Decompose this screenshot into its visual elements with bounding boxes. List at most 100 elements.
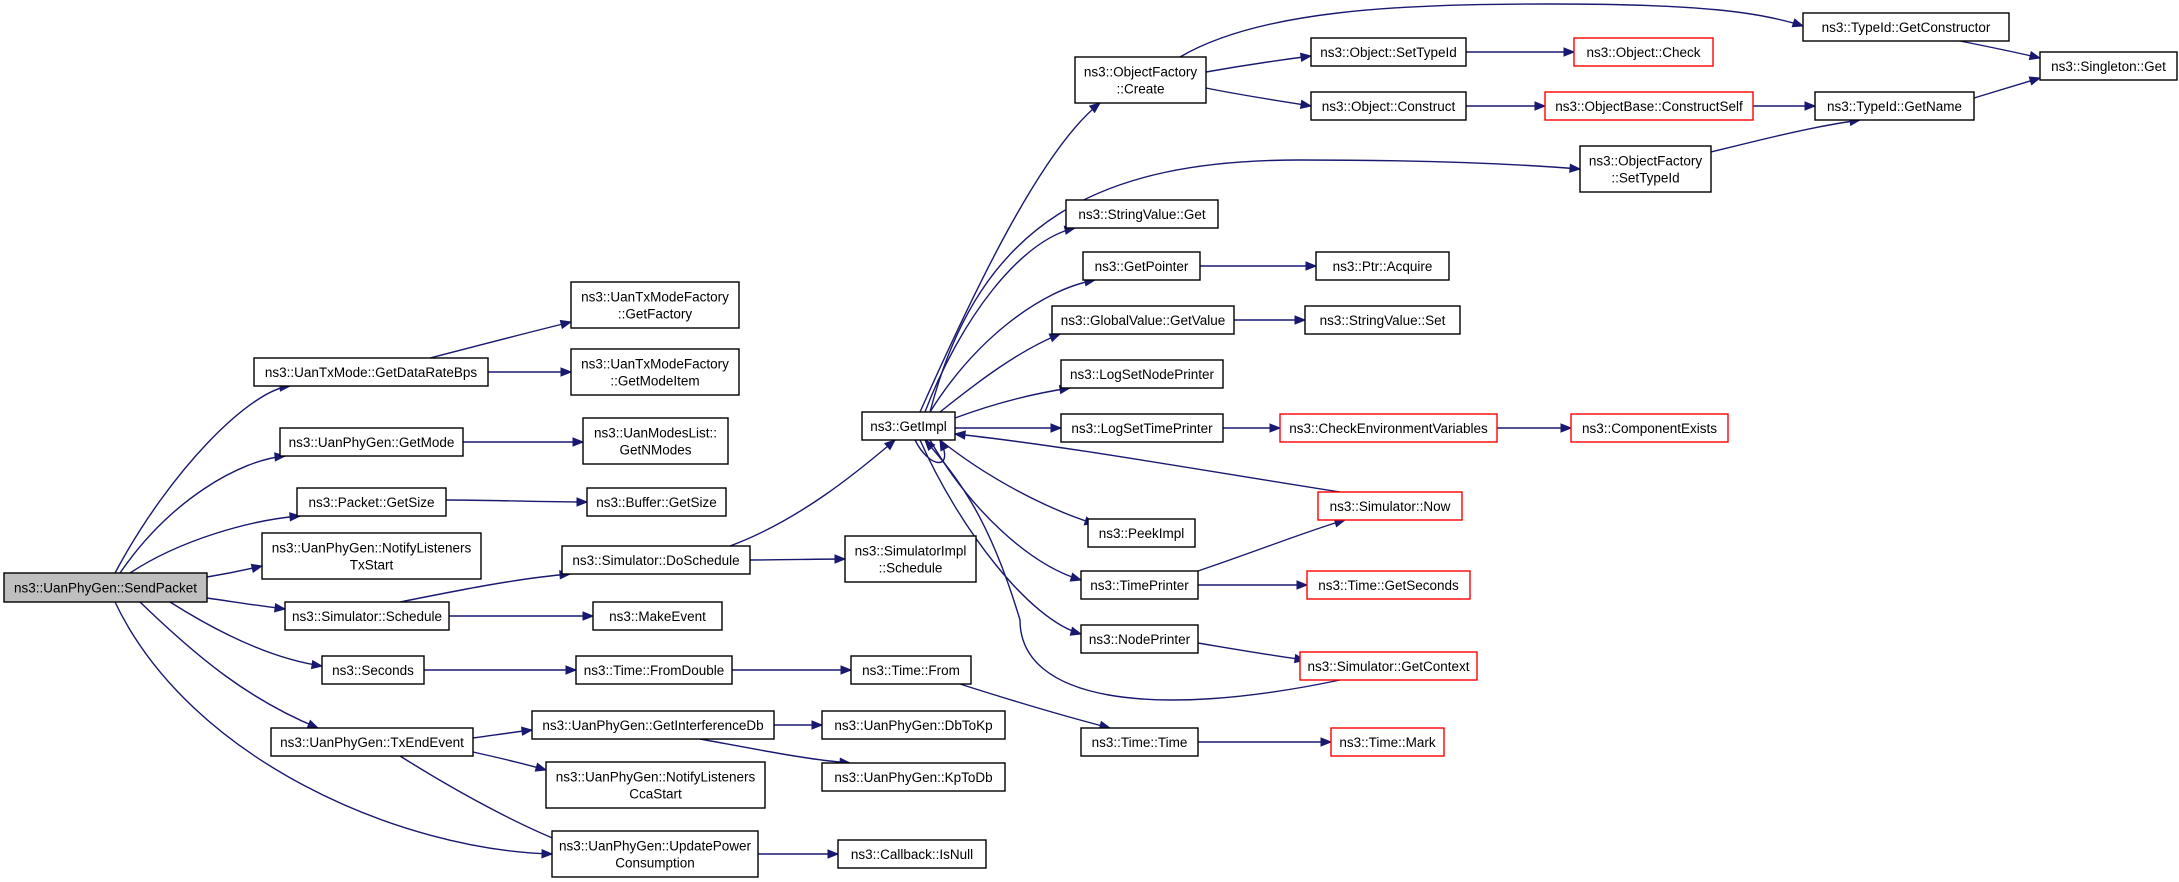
node-ConstructSelf[interactable]: ns3::ObjectBase::ConstructSelf (1544, 91, 1754, 121)
node-box[interactable] (1310, 91, 1467, 121)
node-box[interactable] (1317, 491, 1463, 521)
node-GetMode[interactable]: ns3::UanPhyGen::GetMode (279, 427, 464, 457)
node-DbToKp[interactable]: ns3::UanPhyGen::DbToKp (821, 710, 1006, 740)
node-box[interactable] (284, 601, 450, 631)
node-SetTypeId[interactable]: ns3::Object::SetTypeId (1310, 37, 1467, 67)
node-box[interactable] (821, 710, 1006, 740)
node-TimeTime[interactable]: ns3::Time::Time (1080, 727, 1199, 757)
node-box[interactable] (1310, 37, 1467, 67)
node-box[interactable] (1570, 413, 1729, 443)
node-box[interactable] (1330, 727, 1445, 757)
node-box[interactable] (1065, 199, 1219, 229)
node-TypeIdGetName[interactable]: ns3::TypeId::GetName (1814, 91, 1975, 121)
node-TxGetFactory[interactable]: ns3::UanTxModeFactory::GetFactory (570, 281, 740, 329)
node-SimGetContext[interactable]: ns3::Simulator::GetContext (1299, 651, 1478, 681)
node-TimeMark[interactable]: ns3::Time::Mark (1330, 727, 1445, 757)
node-SingletonGet[interactable]: ns3::Singleton::Get (2039, 51, 2178, 81)
node-LogSetTimePrinter[interactable]: ns3::LogSetTimePrinter (1060, 413, 1224, 443)
node-box[interactable] (1279, 413, 1498, 443)
node-box[interactable] (1080, 727, 1199, 757)
node-box[interactable] (861, 411, 956, 441)
node-box[interactable] (279, 427, 464, 457)
node-box[interactable] (844, 535, 977, 583)
node-KpToDb[interactable]: ns3::UanPhyGen::KpToDb (821, 762, 1006, 792)
node-StringValueSet[interactable]: ns3::StringValue::Set (1304, 305, 1461, 335)
node-SimSchedule[interactable]: ns3::Simulator::Schedule (284, 601, 450, 631)
node-box[interactable] (837, 839, 987, 869)
node-box[interactable] (1304, 305, 1461, 335)
node-box[interactable] (850, 655, 972, 685)
node-box[interactable] (551, 830, 759, 878)
node-box[interactable] (1802, 12, 2010, 42)
node-GetConstructor[interactable]: ns3::TypeId::GetConstructor (1802, 12, 2010, 42)
node-box[interactable] (1544, 91, 1754, 121)
node-box[interactable] (1060, 359, 1224, 389)
node-box[interactable] (575, 655, 733, 685)
node-TxGetModeItem[interactable]: ns3::UanTxModeFactory::GetModeItem (570, 348, 740, 396)
node-GetInterferenceDb[interactable]: ns3::UanPhyGen::GetInterferenceDb (531, 710, 775, 740)
node-box[interactable] (1060, 413, 1224, 443)
node-SendPacket[interactable]: ns3::UanPhyGen::SendPacket (3, 572, 208, 603)
node-GetImpl[interactable]: ns3::GetImpl (861, 411, 956, 441)
node-box[interactable] (531, 710, 775, 740)
node-box[interactable] (1080, 570, 1199, 600)
node-box[interactable] (561, 545, 751, 575)
node-CallbackIsNull[interactable]: ns3::Callback::IsNull (837, 839, 987, 869)
node-box[interactable] (296, 487, 447, 517)
node-PeekImpl[interactable]: ns3::PeekImpl (1087, 518, 1196, 548)
node-LogSetNodePrinter[interactable]: ns3::LogSetNodePrinter (1060, 359, 1224, 389)
node-ObjConstruct[interactable]: ns3::Object::Construct (1310, 91, 1467, 121)
node-TxEndEvent[interactable]: ns3::UanPhyGen::TxEndEvent (270, 727, 474, 757)
node-box[interactable] (545, 761, 766, 809)
node-box[interactable] (1051, 305, 1235, 335)
node-box[interactable] (3, 572, 208, 603)
node-box[interactable] (1299, 651, 1478, 681)
node-SimNow[interactable]: ns3::Simulator::Now (1317, 491, 1463, 521)
node-OFSetTypeId[interactable]: ns3::ObjectFactory::SetTypeId (1579, 145, 1712, 193)
node-box[interactable] (321, 655, 425, 685)
node-box[interactable] (582, 417, 729, 465)
node-box[interactable] (1306, 570, 1471, 600)
node-box[interactable] (592, 601, 723, 631)
node-ImplSchedule[interactable]: ns3::SimulatorImpl::Schedule (844, 535, 977, 583)
node-DoSchedule[interactable]: ns3::Simulator::DoSchedule (561, 545, 751, 575)
node-TimeGetSeconds[interactable]: ns3::Time::GetSeconds (1306, 570, 1471, 600)
node-box[interactable] (1080, 624, 1199, 654)
node-box[interactable] (586, 487, 727, 517)
node-Seconds[interactable]: ns3::Seconds (321, 655, 425, 685)
node-TimePrinter[interactable]: ns3::TimePrinter (1080, 570, 1199, 600)
node-box[interactable] (821, 762, 1006, 792)
node-box[interactable] (1074, 56, 1207, 104)
node-box[interactable] (570, 348, 740, 396)
node-box[interactable] (1814, 91, 1975, 121)
node-CheckEnvVars[interactable]: ns3::CheckEnvironmentVariables (1279, 413, 1498, 443)
node-OFCreate[interactable]: ns3::ObjectFactory::Create (1074, 56, 1207, 104)
node-box[interactable] (1573, 37, 1714, 67)
node-NodePrinter[interactable]: ns3::NodePrinter (1080, 624, 1199, 654)
node-GVGetValue[interactable]: ns3::GlobalValue::GetValue (1051, 305, 1235, 335)
node-GetDataRateBps[interactable]: ns3::UanTxMode::GetDataRateBps (253, 357, 489, 387)
node-box[interactable] (253, 357, 489, 387)
node-box[interactable] (1579, 145, 1712, 193)
node-GetNModes[interactable]: ns3::UanModesList::GetNModes (582, 417, 729, 465)
node-BufferGetSize[interactable]: ns3::Buffer::GetSize (586, 487, 727, 517)
node-box[interactable] (261, 532, 482, 580)
node-ComponentExists[interactable]: ns3::ComponentExists (1570, 413, 1729, 443)
node-GetPointer[interactable]: ns3::GetPointer (1082, 251, 1201, 281)
node-box[interactable] (2039, 51, 2178, 81)
node-box[interactable] (1082, 251, 1201, 281)
node-PacketGetSize[interactable]: ns3::Packet::GetSize (296, 487, 447, 517)
node-FromDouble[interactable]: ns3::Time::FromDouble (575, 655, 733, 685)
node-box[interactable] (1315, 251, 1450, 281)
node-PtrAcquire[interactable]: ns3::Ptr::Acquire (1315, 251, 1450, 281)
node-MakeEvent[interactable]: ns3::MakeEvent (592, 601, 723, 631)
node-ObjCheck[interactable]: ns3::Object::Check (1573, 37, 1714, 67)
node-box[interactable] (570, 281, 740, 329)
node-box[interactable] (1087, 518, 1196, 548)
node-box[interactable] (270, 727, 474, 757)
node-TimeFrom[interactable]: ns3::Time::From (850, 655, 972, 685)
node-StringValueGet[interactable]: ns3::StringValue::Get (1065, 199, 1219, 229)
